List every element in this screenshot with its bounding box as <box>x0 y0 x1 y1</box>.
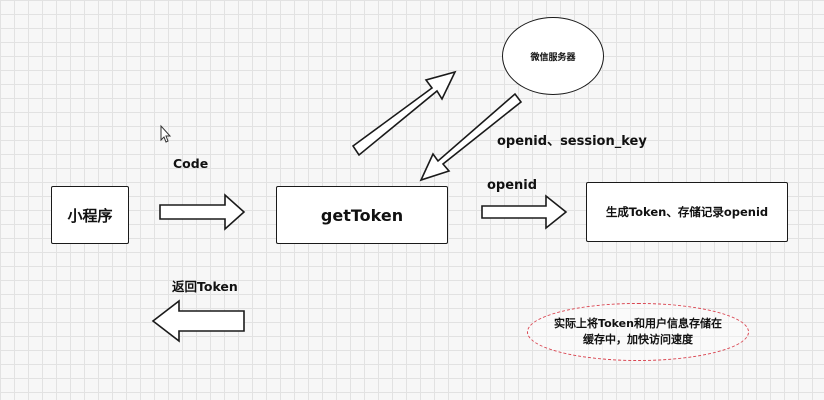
openid-arrow <box>481 194 568 230</box>
get-token-label: getToken <box>320 205 404 225</box>
openid-session-key-edge-label: openid、session_key <box>497 134 647 149</box>
get-token-node: getToken <box>276 186 448 244</box>
to-wechat-arrow <box>351 70 457 157</box>
wechat-server-node: 微信服务器 <box>502 17 604 95</box>
return-token-arrow <box>151 299 245 343</box>
cache-note: 实际上将Token和用户信息存储在缓存中，加快访问速度 <box>527 303 749 361</box>
openid-edge-label: openid <box>487 178 538 193</box>
return-token-edge-label: 返回Token <box>172 279 238 294</box>
wechat-server-label: 微信服务器 <box>530 52 576 63</box>
code-arrow <box>159 193 246 231</box>
cache-note-text: 实际上将Token和用户信息存储在缓存中，加快访问速度 <box>554 317 722 346</box>
mouse-cursor-icon <box>160 124 172 143</box>
mini-program-node: 小程序 <box>51 186 129 244</box>
mini-program-label: 小程序 <box>67 206 113 225</box>
code-edge-label: Code <box>173 156 209 171</box>
generate-token-node: 生成Token、存储记录openid <box>586 182 788 242</box>
from-wechat-arrow <box>419 92 523 182</box>
generate-token-label: 生成Token、存储记录openid <box>605 205 769 219</box>
